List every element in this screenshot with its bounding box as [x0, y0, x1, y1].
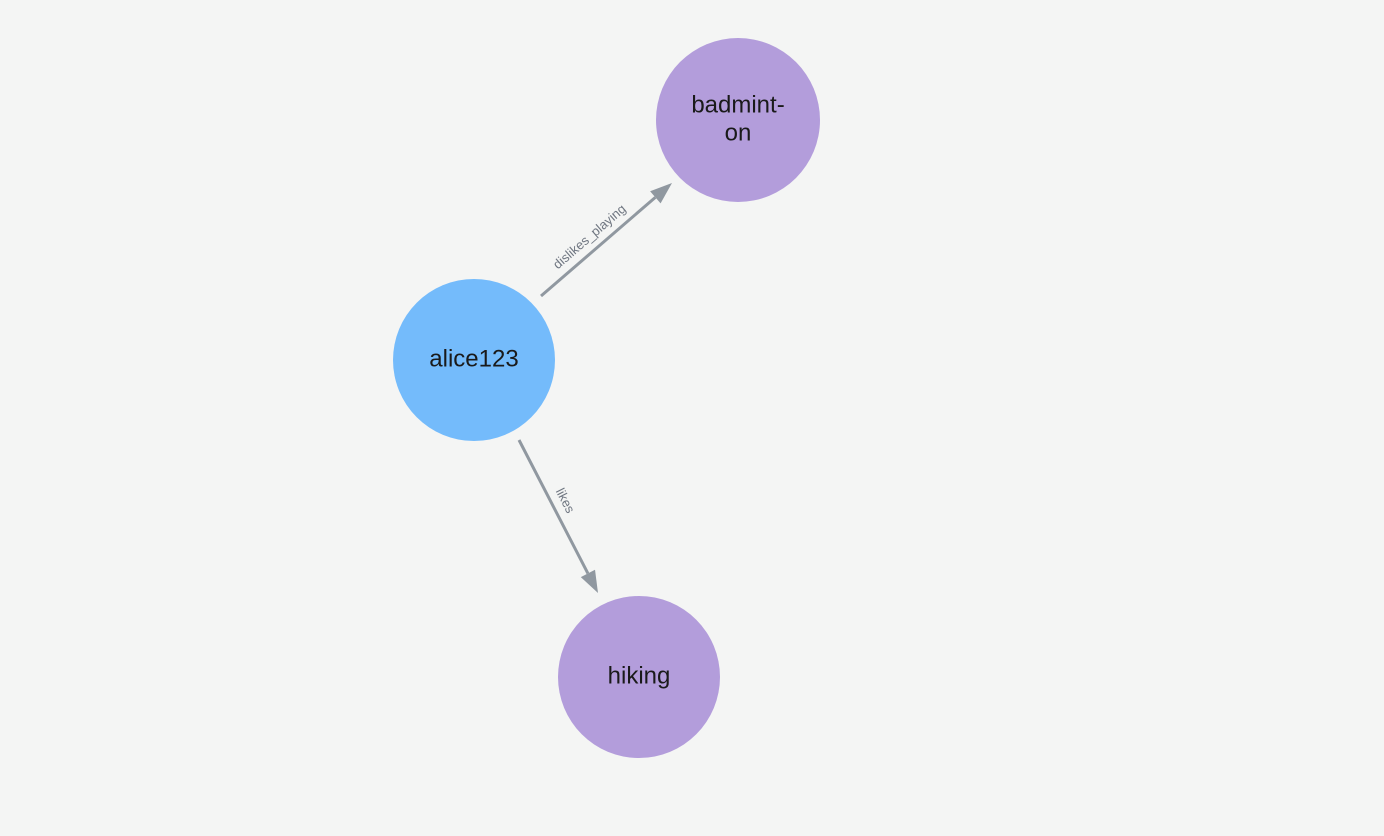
node-circle[interactable]	[656, 38, 820, 202]
node-circle[interactable]	[558, 596, 720, 758]
edge-arrowhead-icon	[650, 183, 672, 204]
nodes-layer: alice123 badmint-on hiking	[393, 38, 820, 758]
edge-line	[517, 439, 590, 575]
edge-label: dislikes_playing	[550, 201, 629, 272]
graph-node-hiking[interactable]: hiking	[558, 596, 720, 758]
graph-edge[interactable]: dislikes_playing	[540, 183, 672, 298]
graph-node-badminton[interactable]: badmint-on	[656, 38, 820, 202]
graph-node-alice123[interactable]: alice123	[393, 279, 555, 441]
node-circle[interactable]	[393, 279, 555, 441]
graph-edge[interactable]: likes	[517, 439, 598, 593]
edge-line	[540, 196, 657, 298]
edge-arrowhead-icon	[580, 569, 598, 593]
